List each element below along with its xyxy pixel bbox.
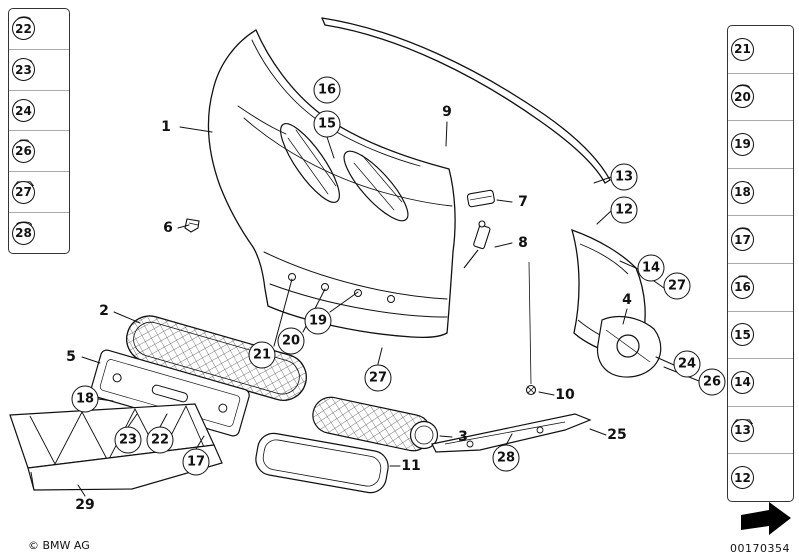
fasteners-panel-left: 22 23 24 26 27 28 — [8, 8, 70, 254]
callout-20[interactable]: 20 — [277, 327, 305, 355]
callout-26[interactable]: 26 — [12, 139, 35, 163]
callout-18[interactable]: 18 — [731, 180, 754, 204]
callout-25[interactable]: 25 — [607, 427, 627, 443]
part-row: 26 — [9, 131, 69, 173]
callout-27[interactable]: 27 — [12, 180, 35, 204]
headlamp-washer-cap-part — [466, 189, 495, 208]
callout-2[interactable]: 2 — [99, 303, 109, 319]
callout-29[interactable]: 29 — [75, 497, 95, 513]
callout-22[interactable]: 22 — [146, 426, 174, 454]
callout-16[interactable]: 16 — [313, 76, 341, 104]
part-row: 12 — [728, 454, 793, 501]
callout-19[interactable]: 19 — [731, 132, 754, 156]
part-row: 22 — [9, 9, 69, 50]
callout-5[interactable]: 5 — [66, 349, 76, 365]
callout-24[interactable]: 24 — [12, 99, 35, 123]
callout-11[interactable]: 11 — [401, 458, 421, 474]
callout-17[interactable]: 17 — [182, 448, 210, 476]
part-row: 27 — [9, 172, 69, 214]
callout-18[interactable]: 18 — [71, 385, 99, 413]
callout-20[interactable]: 20 — [731, 85, 754, 109]
callout-15[interactable]: 15 — [313, 110, 341, 138]
impact-absorber-part — [9, 403, 223, 491]
callout-14[interactable]: 14 — [637, 254, 665, 282]
mount-bracket-part — [596, 316, 662, 378]
part-row: 24 — [9, 91, 69, 132]
washer-jet-part — [463, 220, 491, 269]
page-turn-arrow-icon — [741, 502, 791, 535]
part-row: 21 — [728, 26, 793, 74]
callout-23[interactable]: 23 — [12, 58, 35, 82]
part-row: 15 — [728, 312, 793, 360]
callout-24[interactable]: 24 — [673, 350, 701, 378]
callout-16[interactable]: 16 — [731, 275, 754, 299]
callout-21[interactable]: 21 — [731, 37, 754, 61]
callout-9[interactable]: 9 — [442, 104, 452, 120]
part-row: 28 — [9, 213, 69, 253]
callout-17[interactable]: 17 — [731, 228, 754, 252]
callout-13[interactable]: 13 — [610, 163, 638, 191]
grille-frame-part — [255, 432, 389, 494]
side-grille-part — [312, 396, 439, 452]
diagram-number: 00170354 — [730, 542, 790, 555]
callout-12[interactable]: 12 — [731, 466, 754, 490]
part-row: 23 — [9, 50, 69, 91]
copyright-text: © BMW AG — [28, 539, 90, 552]
callout-7[interactable]: 7 — [518, 194, 528, 210]
trim-strip-part — [321, 17, 611, 184]
callout-15[interactable]: 15 — [731, 323, 754, 347]
part-row: 14 — [728, 359, 793, 407]
callout-23[interactable]: 23 — [114, 426, 142, 454]
callout-6[interactable]: 6 — [163, 220, 173, 236]
callout-26[interactable]: 26 — [698, 368, 726, 396]
part-row: 20 — [728, 74, 793, 122]
callout-27[interactable]: 27 — [364, 364, 392, 392]
screw-part — [525, 261, 537, 396]
part-row: 17 — [728, 216, 793, 264]
part-row: 18 — [728, 169, 793, 217]
callout-10[interactable]: 10 — [555, 387, 575, 403]
part-row: 19 — [728, 121, 793, 169]
support-rail-part — [431, 413, 592, 453]
bumper-cover-part — [207, 29, 456, 339]
callout-13[interactable]: 13 — [731, 418, 754, 442]
callout-21[interactable]: 21 — [248, 341, 276, 369]
callout-28[interactable]: 28 — [12, 221, 35, 245]
callout-27[interactable]: 27 — [663, 272, 691, 300]
callout-1[interactable]: 1 — [161, 119, 171, 135]
callout-4[interactable]: 4 — [622, 292, 632, 308]
part-row: 13 — [728, 407, 793, 455]
callout-12[interactable]: 12 — [610, 196, 638, 224]
callout-19[interactable]: 19 — [304, 307, 332, 335]
callout-28[interactable]: 28 — [492, 444, 520, 472]
callout-22[interactable]: 22 — [12, 17, 35, 41]
part-row: 16 — [728, 264, 793, 312]
callout-14[interactable]: 14 — [731, 370, 754, 394]
callout-3[interactable]: 3 — [458, 429, 468, 445]
fasteners-panel-right: 21 20 19 18 17 16 15 14 — [727, 25, 794, 502]
callout-8[interactable]: 8 — [518, 235, 528, 251]
